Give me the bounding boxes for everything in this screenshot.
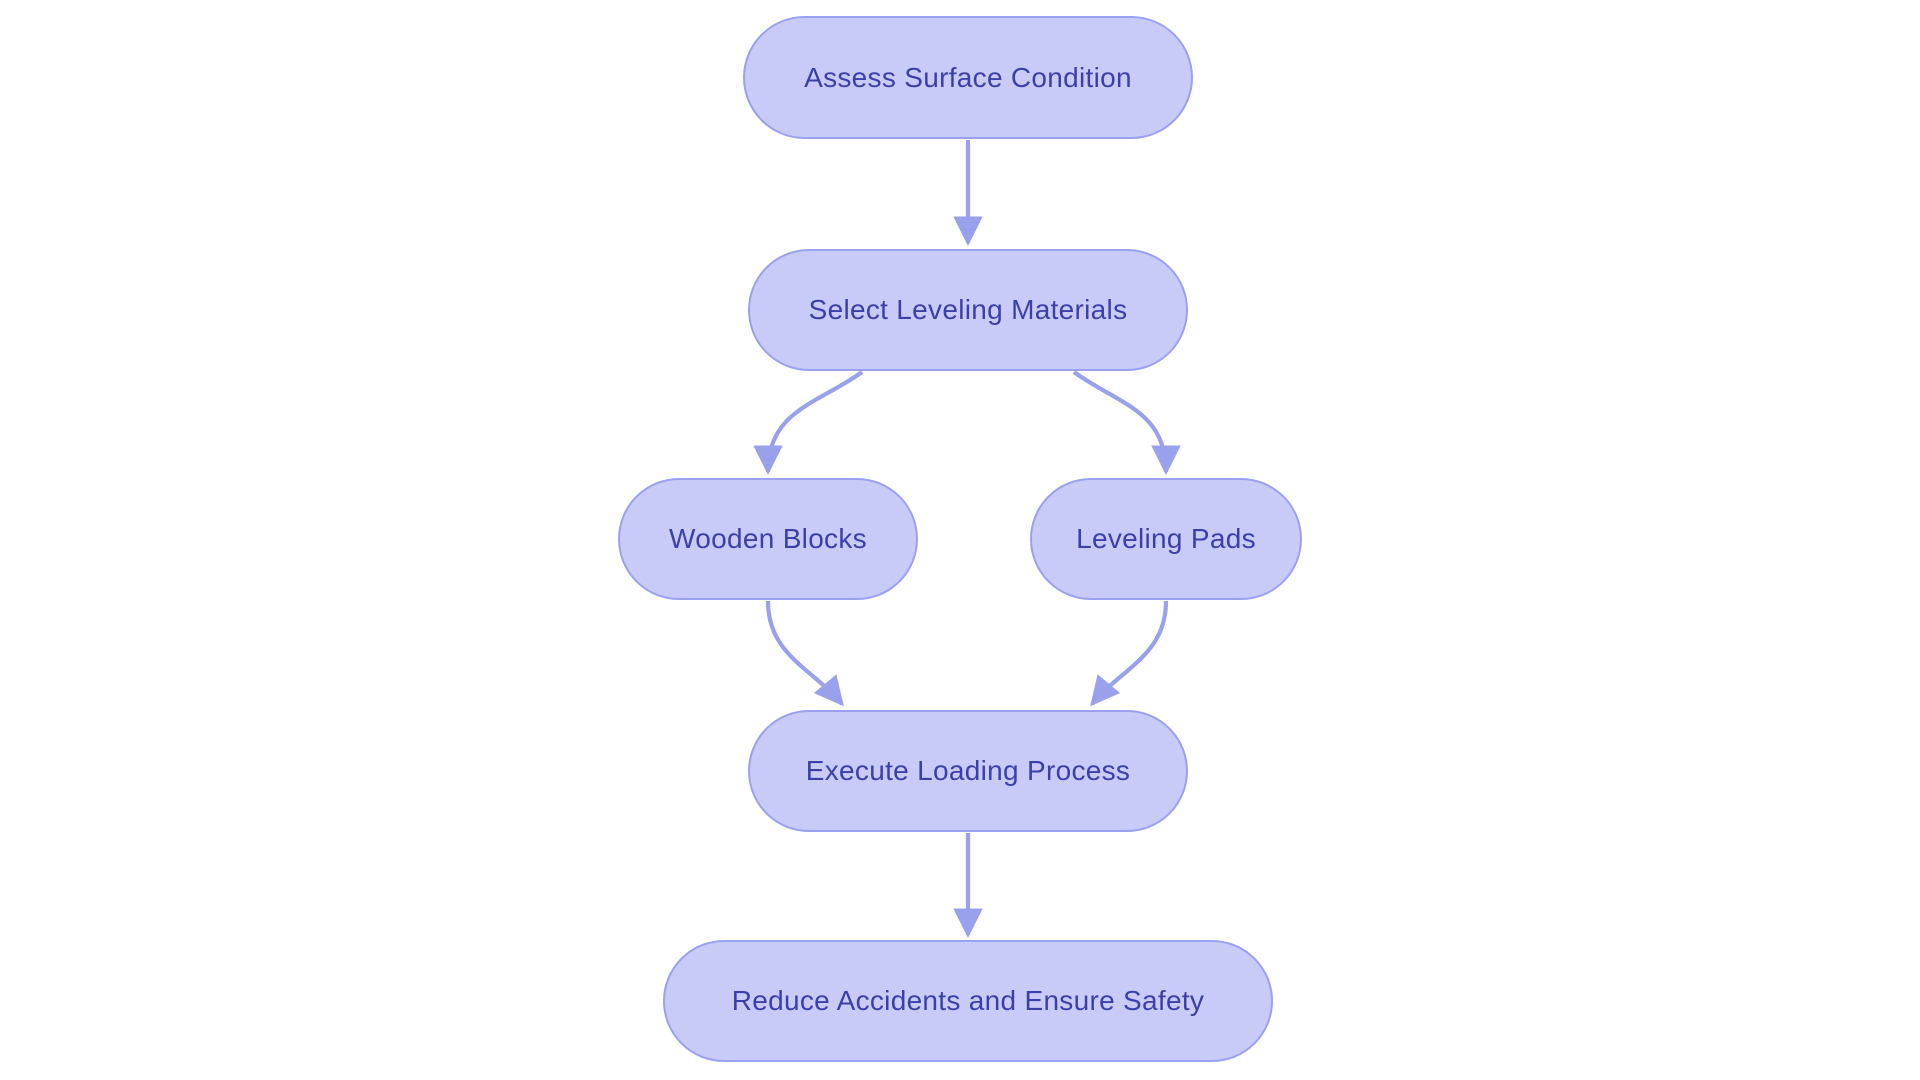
node-label: Wooden Blocks bbox=[669, 523, 867, 554]
node-label: Leveling Pads bbox=[1076, 523, 1256, 554]
node-select-leveling-materials: Select Leveling Materials bbox=[748, 249, 1188, 371]
node-label: Select Leveling Materials bbox=[808, 294, 1128, 325]
node-reduce-accidents-ensure-safety: Reduce Accidents and Ensure Safety bbox=[663, 940, 1273, 1062]
node-execute-loading-process: Execute Loading Process bbox=[748, 710, 1188, 832]
node-label: Assess Surface Condition bbox=[804, 61, 1132, 93]
node-wooden-blocks: Wooden Blocks bbox=[618, 478, 918, 600]
node-label: Reduce Accidents and Ensure Safety bbox=[731, 985, 1205, 1016]
edge-select-to-wooden bbox=[753, 370, 864, 475]
edge-wooden-to-execute bbox=[765, 600, 844, 707]
edge-pads-to-execute bbox=[1090, 600, 1169, 707]
edge-select-to-pads bbox=[1072, 370, 1181, 475]
node-label: Execute Loading Process bbox=[805, 755, 1131, 786]
node-assess-surface-condition: Assess Surface Condition bbox=[743, 16, 1193, 139]
node-leveling-pads: Leveling Pads bbox=[1030, 478, 1302, 600]
